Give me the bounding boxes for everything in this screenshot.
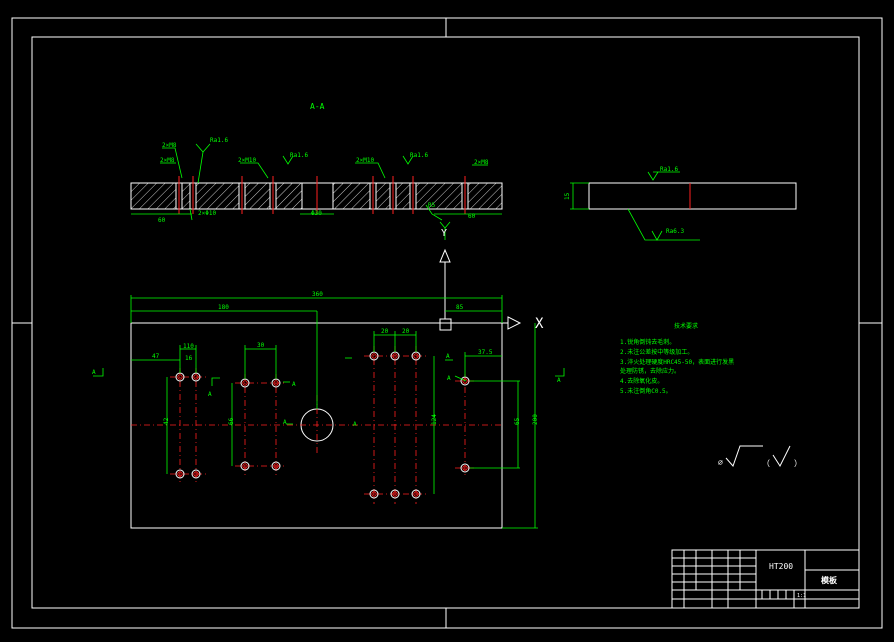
roughness-middle: （ xyxy=(762,459,770,468)
dim-left-offset: 47 xyxy=(152,353,160,360)
section-view xyxy=(130,176,503,214)
dim-pitch-small: 16 xyxy=(185,355,193,362)
tech-notes-title: 技术要求 xyxy=(674,322,698,330)
side-roughness-top: Ra1.6 xyxy=(660,166,678,173)
dim-mid-pitch: 30 xyxy=(257,342,265,349)
section-cut-markers xyxy=(93,357,565,425)
callout-7: Ra1.6 xyxy=(410,152,428,159)
dim-height-far: 65 xyxy=(514,417,521,425)
section-mark-4: A xyxy=(292,381,296,388)
section-mark-5: A xyxy=(283,419,287,426)
dim-right-pitch-a: 20 xyxy=(381,328,389,335)
callout-8: 2×M8 xyxy=(474,159,489,166)
dim-overall-length: 360 xyxy=(312,291,323,298)
dim-right-offset: 85 xyxy=(456,304,464,311)
centering-marks xyxy=(12,18,882,628)
callout-6: 2×M10 xyxy=(356,157,374,164)
axis-x: X xyxy=(535,316,544,332)
callout-3: 2×M8 xyxy=(160,157,175,164)
dim-section-holes: 2×Φ10 xyxy=(198,210,216,217)
side-thickness: 15 xyxy=(564,192,571,200)
callout-2: Ra1.6 xyxy=(210,137,228,144)
title-scale: 1:1 xyxy=(797,593,806,599)
callout-5: Ra1.6 xyxy=(290,152,308,159)
dim-to-center: 180 xyxy=(218,304,229,311)
roughness-right: ） xyxy=(794,459,802,468)
section-mark-2: A xyxy=(557,377,561,384)
section-callouts xyxy=(131,143,502,240)
axis-y: Y xyxy=(441,228,447,239)
title-block xyxy=(671,549,860,609)
section-mark-3: A xyxy=(208,391,212,398)
section-mark-7: A xyxy=(446,353,450,360)
tech-note-4: 处理防锈，去除应力。 xyxy=(620,367,680,375)
general-roughness-symbol xyxy=(725,445,791,468)
dim-section-radius: R5 xyxy=(428,202,436,209)
section-mark-8: A xyxy=(447,375,451,382)
plan-view xyxy=(130,248,522,529)
dim-right-pitch-b: 20 xyxy=(402,328,410,335)
dim-height-small: 42 xyxy=(163,417,170,425)
tech-note-5: 4.去除氧化皮。 xyxy=(620,377,663,385)
plan-dimension-lines xyxy=(130,295,538,529)
dim-section-right: 60 xyxy=(468,213,476,220)
section-mark-6: A xyxy=(353,421,357,428)
section-mark-1: A xyxy=(92,369,96,376)
tech-note-2: 2.未注公差按中等级加工。 xyxy=(620,348,693,356)
dim-height-right: 124 xyxy=(431,414,438,425)
dim-overall-height: 200 xyxy=(532,414,539,425)
side-view xyxy=(570,171,797,241)
callout-4: 2×M10 xyxy=(238,157,256,164)
dim-height-mid: 66 xyxy=(228,417,235,425)
tech-note-1: 1.锐角倒钝去毛刺。 xyxy=(620,338,675,346)
tech-note-3: 3.淬火处理硬度HRC45-50，表面进行发黑 xyxy=(620,358,734,366)
dim-far-right: 37.5 xyxy=(478,349,493,356)
tech-note-6: 5.未注倒角C0.5。 xyxy=(620,387,672,395)
title-name: 模板 xyxy=(821,575,838,585)
dim-section-left: 60 xyxy=(158,217,166,224)
section-label: A-A xyxy=(310,102,325,111)
side-roughness-bottom: Ra6.3 xyxy=(666,228,684,235)
title-material: HT200 xyxy=(769,562,793,571)
dim-left-group: 110 xyxy=(183,343,194,350)
callout-1: 2×M8 xyxy=(162,142,177,149)
roughness-left: ∅ xyxy=(718,458,723,467)
plan-centerlines xyxy=(131,346,502,504)
dim-section-center: Φ30 xyxy=(311,210,322,217)
